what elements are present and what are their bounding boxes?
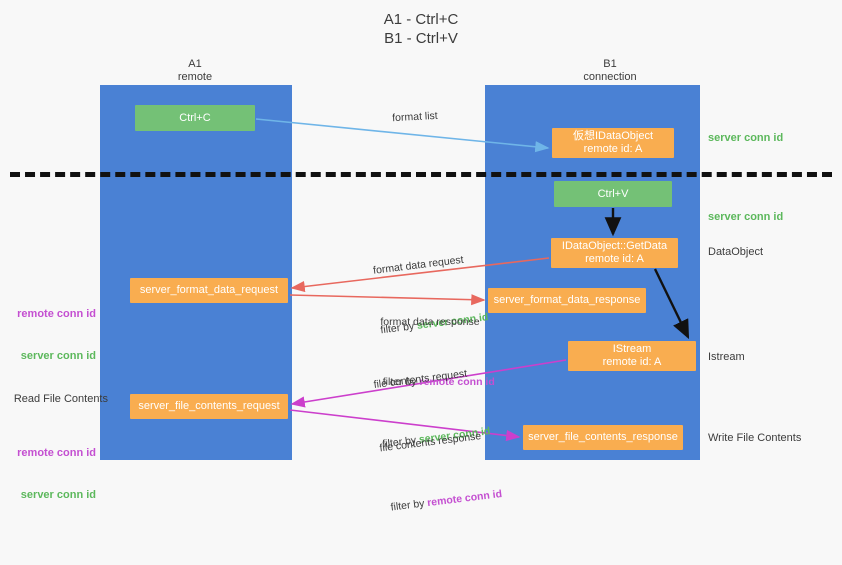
annotation-file-contents-response: file contents response filter by remote … <box>337 395 534 565</box>
label-read-file-contents: Read File Contents <box>13 393 108 405</box>
annotation-file-contents-response-filter: filter by remote conn id <box>390 487 503 514</box>
annotation-format-data-request-title: format data request <box>372 253 465 277</box>
label-conn-ids-upper: remote conn id server conn id <box>8 279 96 391</box>
box-server-format-data-response[interactable]: server_format_data_response <box>488 288 646 313</box>
label-server-conn-id-1: server conn id <box>708 132 784 144</box>
lane-header-a1: A1 remote <box>177 58 213 83</box>
diagram-canvas: A1 remote B1 connection Ctrl+C 仮想IDataOb… <box>8 11 832 514</box>
page-title: A1 - Ctrl+C B1 - Ctrl+V <box>383 11 459 47</box>
box-virtual-idataobject[interactable]: 仮想IDataObject remote id: A <box>552 128 674 158</box>
box-ctrl-v[interactable]: Ctrl+V <box>554 181 672 207</box>
phase-divider <box>10 172 832 177</box>
box-server-file-contents-request[interactable]: server_file_contents_request <box>130 394 288 419</box>
label-dataobject: DataObject <box>708 246 764 258</box>
label-write-file-contents: Write File Contents <box>708 432 802 444</box>
lane-header-b1: B1 connection <box>583 58 637 83</box>
annotation-format-list: format list <box>391 109 439 125</box>
annotation-file-contents-request-title: file contents request <box>372 367 468 391</box>
box-server-file-contents-response[interactable]: server_file_contents_response <box>523 425 683 450</box>
label-remote-conn-id-upper: remote conn id <box>17 308 96 320</box>
box-server-format-data-request[interactable]: server_format_data_request <box>130 278 288 303</box>
annotation-format-data-response-filter: filter by remote conn id <box>382 376 495 388</box>
annotation-format-data-response-title: format data response <box>380 316 480 328</box>
box-idataobject-getdata[interactable]: IDataObject::GetData remote id: A <box>551 238 678 268</box>
label-conn-ids-lower: remote conn id server conn id <box>8 418 96 530</box>
annotation-format-data-response: format data response filter by remote co… <box>340 285 520 435</box>
label-server-conn-id-2: server conn id <box>708 211 784 223</box>
label-istream: Istream <box>708 351 745 363</box>
label-server-conn-id-upper: server conn id <box>20 350 96 362</box>
annotation-file-contents-response-title: file contents response <box>378 430 482 455</box>
box-istream[interactable]: IStream remote id: A <box>568 341 696 371</box>
label-server-conn-id-lower: server conn id <box>20 489 96 501</box>
box-ctrl-c[interactable]: Ctrl+C <box>135 105 255 131</box>
label-remote-conn-id-lower: remote conn id <box>17 447 96 459</box>
